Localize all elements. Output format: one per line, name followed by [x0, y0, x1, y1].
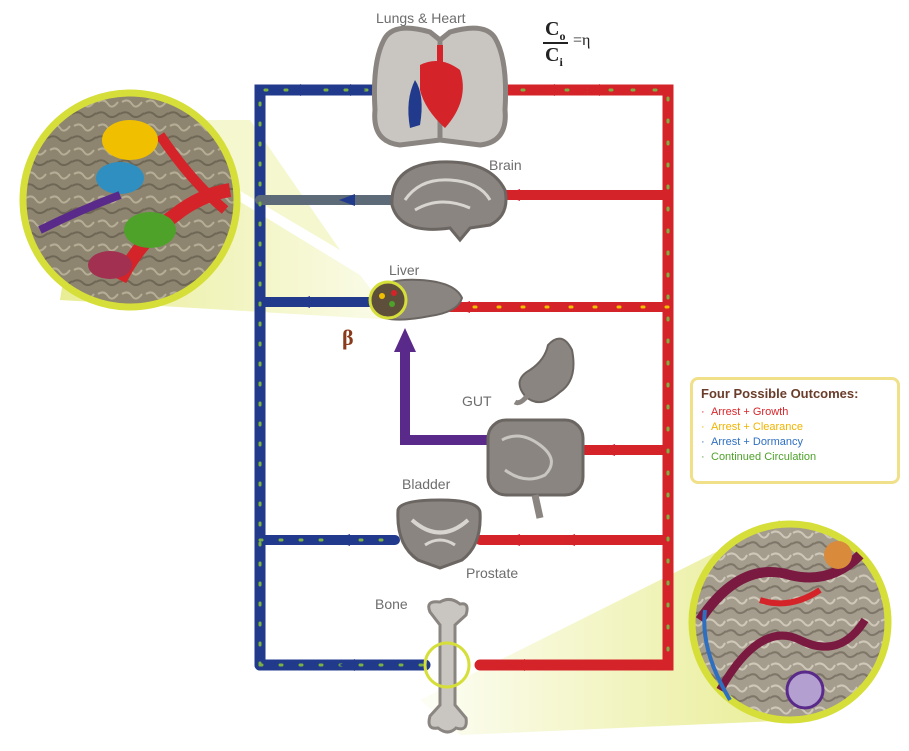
- outcomes-legend: Four Possible Outcomes: ·Arrest + Growth…: [690, 377, 900, 484]
- legend-item-continued-circulation: ·Continued Circulation: [701, 450, 889, 465]
- bladder-prostate-organ: [398, 500, 480, 568]
- label-bone: Bone: [375, 596, 408, 612]
- legend-item-dormancy: ·Arrest + Dormancy: [701, 435, 889, 450]
- label-gut: GUT: [462, 393, 492, 409]
- legend-item-clearance: ·Arrest + Clearance: [701, 420, 889, 435]
- label-bladder: Bladder: [402, 476, 450, 492]
- liver-magnified-view: [23, 93, 237, 307]
- beta-symbol: β: [342, 325, 354, 351]
- legend-item-growth: ·Arrest + Growth: [701, 405, 889, 420]
- label-liver: Liver: [389, 262, 419, 278]
- label-brain: Brain: [489, 157, 522, 173]
- equation-denominator: Ci: [545, 44, 563, 70]
- lungs-heart-organ: [374, 28, 505, 145]
- bone-magnified-view: [692, 524, 888, 720]
- equation-rhs: =η: [573, 32, 590, 50]
- bone-organ: [425, 599, 469, 732]
- legend-title: Four Possible Outcomes:: [701, 386, 889, 401]
- equation-numerator: Co: [545, 18, 565, 44]
- label-prostate: Prostate: [466, 565, 518, 581]
- liver-organ: [370, 280, 462, 320]
- portal-vein: [394, 328, 488, 440]
- label-lungs-heart: Lungs & Heart: [376, 10, 466, 26]
- gut-organ: [488, 339, 583, 518]
- brain-organ: [392, 162, 506, 240]
